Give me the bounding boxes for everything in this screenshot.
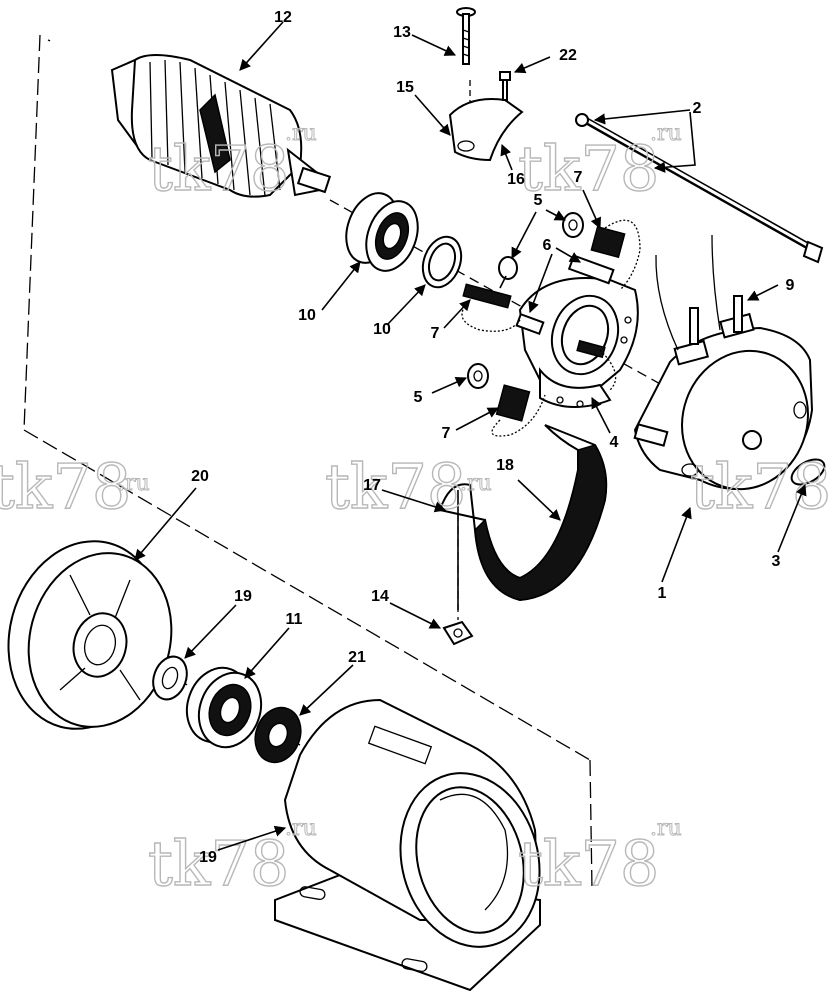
spring-clip-part	[467, 212, 584, 389]
callout-5-lower: 5	[414, 389, 423, 406]
callout-7-lower: 7	[442, 425, 451, 442]
watermark-text: tk78	[148, 827, 289, 900]
watermark-text: tk78	[518, 132, 659, 205]
callout-1: 1	[658, 585, 667, 602]
callout-9: 10	[373, 321, 391, 338]
watermark-suffix: .ru	[460, 471, 492, 496]
leader-lines	[134, 21, 807, 851]
callout-11: 12	[274, 9, 292, 26]
watermark-layer: tk78 .ru tk78 .ru tk78 .ru tk78 .ru tk78…	[0, 121, 832, 901]
callout-10-upper: 10	[298, 307, 316, 324]
callout-7-left: 7	[431, 325, 440, 342]
callout-7-upper: 7	[574, 169, 583, 186]
callout-3: 3	[772, 553, 781, 570]
lower-bearing-part	[152, 655, 302, 764]
callout-labels: 12 13 22 15 16 2 5 7 6 7 10 10 9 5 7 4 3…	[191, 9, 794, 866]
callout-17: 18	[496, 457, 514, 474]
callout-8: 9	[786, 277, 795, 294]
brush-holder-part	[515, 254, 639, 409]
callout-6: 6	[543, 237, 552, 254]
callout-5-upper: 5	[534, 192, 543, 209]
watermark-suffix: .ru	[650, 816, 682, 841]
watermark-suffix: .ru	[285, 121, 317, 146]
band-part	[438, 424, 608, 646]
end-cap-part	[633, 234, 826, 491]
watermark-text: tk78	[518, 827, 659, 900]
callout-20: 20	[191, 468, 209, 485]
washer-part	[421, 235, 463, 289]
watermark-text: tk78	[690, 450, 831, 523]
watermark-text: tk78	[325, 450, 466, 523]
watermark-suffix: .ru	[650, 121, 682, 146]
armature-part	[47, 38, 332, 198]
end-bell-part	[7, 540, 173, 730]
callout-13: 14	[371, 588, 389, 605]
callout-14: 15	[396, 79, 414, 96]
bearing-upper-part	[345, 192, 419, 272]
callout-18: 19	[234, 588, 252, 605]
watermark-suffix: .ru	[118, 471, 150, 496]
callout-15: 16	[507, 171, 525, 188]
watermark-suffix: .ru	[285, 816, 317, 841]
callout-16: 17	[363, 477, 381, 494]
callout-22: 22	[559, 47, 577, 64]
watermark-text: tk78	[148, 132, 289, 205]
callout-19: 19	[199, 849, 217, 866]
callout-4: 4	[610, 434, 619, 451]
callout-2: 2	[693, 100, 702, 117]
motor-housing-part	[274, 698, 541, 992]
through-bolt-part	[575, 113, 824, 264]
watermark-text: tk78	[0, 450, 131, 523]
callout-21: 21	[348, 649, 366, 666]
callout-12: 13	[393, 24, 411, 41]
callout-10-lower: 11	[286, 611, 303, 628]
screw-clamp-part	[448, 7, 524, 162]
